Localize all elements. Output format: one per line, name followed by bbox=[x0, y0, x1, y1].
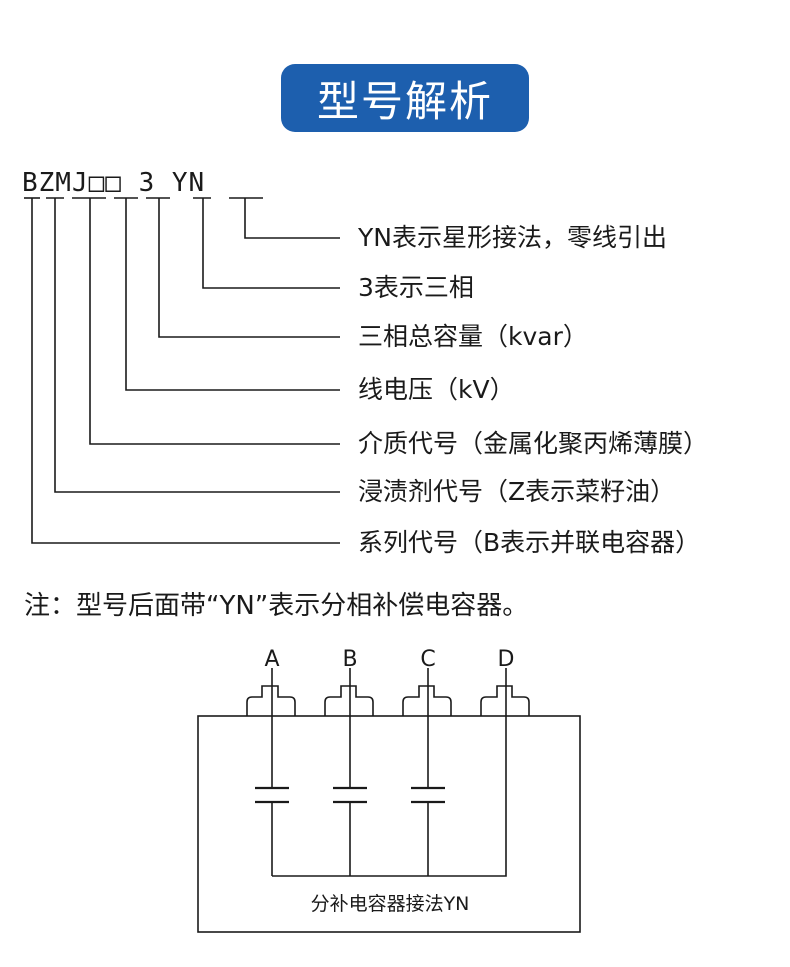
explanation-phase: 3表示三相 bbox=[358, 273, 474, 302]
bushing-a bbox=[246, 685, 296, 716]
terminal-label-d: D bbox=[497, 647, 515, 672]
leader-capacity bbox=[158, 198, 340, 338]
explanation-yn: YN表示星形接法，零线引出 bbox=[358, 223, 667, 252]
terminal-label-c: C bbox=[420, 647, 436, 672]
title-badge: 型号解析 bbox=[281, 64, 529, 132]
explanation-series: 系列代号（B表示并联电容器） bbox=[358, 528, 701, 557]
bushing-d bbox=[480, 685, 530, 716]
capacitor-housing bbox=[197, 715, 581, 933]
explanation-capacity: 三相总容量（kvar） bbox=[358, 322, 588, 351]
bushing-b bbox=[324, 685, 374, 716]
leader-dielectric bbox=[89, 198, 340, 445]
leader-3 bbox=[202, 198, 340, 289]
circuit-diagram bbox=[197, 668, 581, 933]
explanation-dielectric: 介质代号（金属化聚丙烯薄膜） bbox=[358, 429, 709, 458]
explanation-voltage: 线电压（kV） bbox=[358, 375, 515, 404]
terminal-label-b: B bbox=[342, 647, 358, 672]
explanation-impregnant: 浸渍剂代号（Z表示菜籽油） bbox=[358, 477, 676, 506]
bushing-c bbox=[402, 685, 452, 716]
leader-series bbox=[31, 198, 340, 544]
page-title: 型号解析 bbox=[316, 76, 493, 126]
leader-impregnant bbox=[54, 198, 340, 493]
circuit-caption: 分补电容器接法YN bbox=[310, 893, 470, 915]
leader-yn bbox=[244, 198, 340, 239]
terminal-label-a: A bbox=[264, 647, 280, 672]
neutral-bus bbox=[272, 668, 507, 877]
note: 注：型号后面带“YN”表示分相补偿电容器。 bbox=[24, 591, 529, 621]
model-code: BZMJ□□ 3 YN bbox=[22, 168, 206, 198]
leader-voltage bbox=[125, 198, 340, 391]
